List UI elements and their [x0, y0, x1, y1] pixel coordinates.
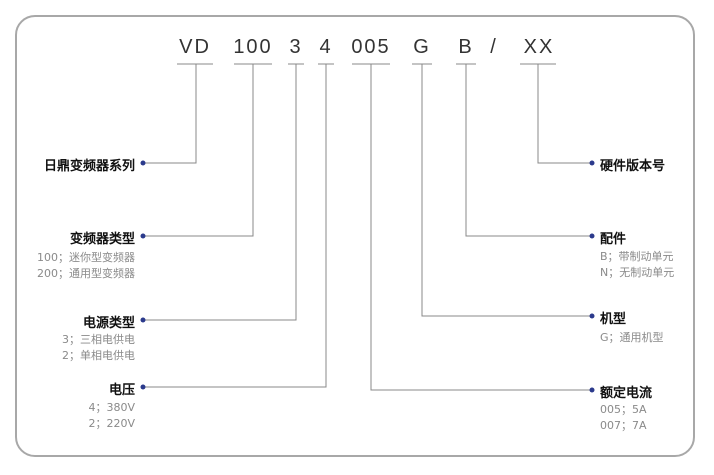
desc-rated-current: 005；5A 007；7A [600, 402, 647, 434]
code-part-series: VD [179, 36, 211, 58]
label-power-type: 电源类型 [82, 316, 135, 331]
connector-current [370, 64, 590, 391]
code-part-accessory: B [458, 36, 474, 58]
desc-power-type: 3；三相电供电 2；单相电供电 [62, 332, 135, 364]
desc-line: 007；7A [600, 419, 647, 432]
desc-line: G；通用机型 [600, 331, 664, 344]
dot-hardware [589, 160, 595, 166]
label-voltage: 电压 [108, 383, 135, 398]
dot-current [589, 387, 595, 393]
connector-accessory [465, 64, 590, 237]
label-hardware-version: 硬件版本号 [600, 159, 666, 174]
label-series: 日鼎变频器系列 [43, 159, 135, 174]
dot-model [589, 313, 595, 319]
label-accessory: 配件 [600, 232, 627, 247]
label-model: 机型 [600, 312, 627, 327]
desc-model: G；通用机型 [600, 330, 664, 346]
label-rated-current: 额定电流 [600, 386, 653, 401]
code-part-model: G [413, 36, 431, 58]
connector-voltage [145, 64, 327, 388]
desc-line: 005；5A [600, 403, 647, 416]
code-part-separator: / [490, 36, 498, 58]
connector-model [421, 64, 590, 317]
desc-accessory: B；带制动单元 N；无制动单元 [600, 249, 674, 281]
diagram-frame [15, 15, 695, 457]
connector-type [145, 64, 254, 237]
desc-line: 4；380V [88, 401, 135, 414]
connector-power [145, 64, 297, 321]
dot-accessory [589, 233, 595, 239]
connector-hardware [537, 64, 590, 164]
code-part-voltage: 4 [319, 36, 333, 58]
desc-voltage: 4；380V 2；220V [88, 400, 135, 432]
desc-line: 2；单相电供电 [62, 349, 135, 362]
desc-line: B；带制动单元 [600, 250, 674, 263]
desc-line: 3；三相电供电 [62, 333, 135, 346]
desc-inverter-type: 100；迷你型变频器 200；通用型变频器 [37, 250, 135, 282]
label-inverter-type: 变频器类型 [69, 232, 135, 247]
code-part-power: 3 [289, 36, 303, 58]
dot-series [140, 160, 146, 166]
desc-line: 100；迷你型变频器 [37, 251, 135, 264]
connector-series [145, 64, 197, 164]
code-part-type: 100 [233, 36, 273, 58]
dot-type [140, 233, 146, 239]
dot-power [140, 317, 146, 323]
dot-voltage [140, 384, 146, 390]
desc-line: 2；220V [88, 417, 135, 430]
desc-line: N；无制动单元 [600, 266, 675, 279]
desc-line: 200；通用型变频器 [37, 267, 135, 280]
code-part-current: 005 [351, 36, 391, 58]
code-part-hardware: XX [523, 36, 555, 58]
